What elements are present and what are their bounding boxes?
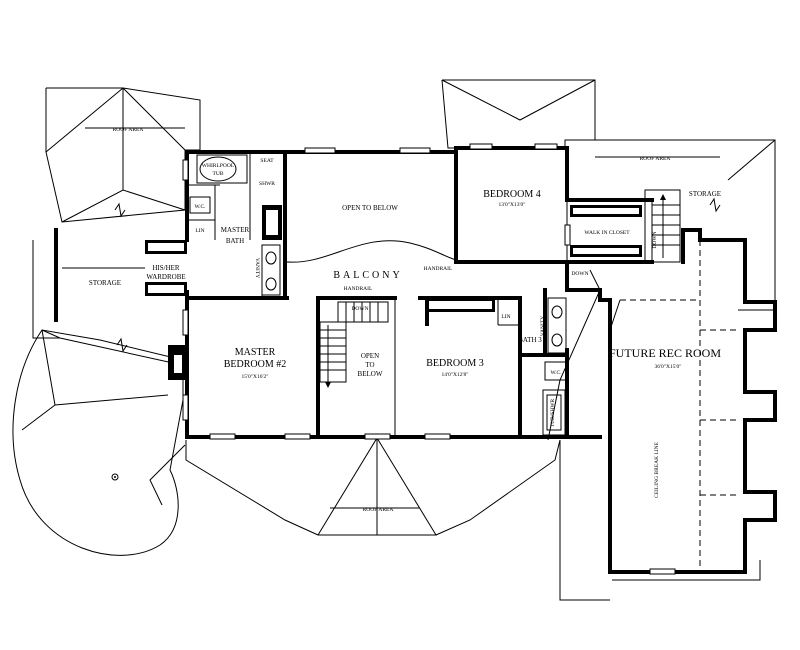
turret <box>12 329 184 556</box>
master-bedroom2-size: 15'0"X16'2" <box>242 374 269 380</box>
wc-bath3-label: W.C. <box>550 370 562 376</box>
master-vanity <box>261 244 281 296</box>
future-rec-room <box>598 228 777 574</box>
roof-area-bottom-label: ROOF AREA <box>363 507 394 513</box>
storage-left-label: STORAGE <box>89 279 121 287</box>
roof-outline-lines <box>32 240 761 601</box>
bedroom3-size: 14'0"X12'8" <box>442 372 469 378</box>
wc-bath3 <box>544 361 568 381</box>
future-rec-room-size: 36'0"X15'0" <box>655 364 682 370</box>
future-rec-room-name: FUTURE REC ROOM <box>609 346 721 360</box>
open-below-label-1: OPEN <box>361 352 379 360</box>
roof-area-right-label: ROOF AREA <box>640 156 671 162</box>
vanity-bath3-label: VANITY <box>540 316 546 336</box>
master-bedroom2-name-1: MASTER <box>235 347 276 358</box>
bath3-label: BATH 3 <box>518 336 542 344</box>
shower-label: SHWR <box>259 181 275 187</box>
handrail-label-2: HANDRAIL <box>344 286 373 292</box>
vanity-master-label: VANITY <box>254 258 260 278</box>
down-right-label-2: DOWN <box>571 271 588 277</box>
roof-area-bottom <box>317 437 437 536</box>
dimension-lines <box>62 127 721 509</box>
tub-label: TUB <box>213 171 224 177</box>
open-to-below-label: OPEN TO BELOW <box>342 204 398 212</box>
wardrobe-label-2: WARDROBE <box>146 273 185 281</box>
right-stairs <box>589 194 680 291</box>
storage-right-label: STORAGE <box>689 190 721 198</box>
interior-walls <box>185 146 681 439</box>
walk-in-closet-label: WALK IN CLOSET <box>584 230 630 236</box>
roof-area-left-label: ROOF AREA <box>113 127 144 133</box>
wardrobe-label-1: HIS/HER <box>152 264 180 272</box>
chimney <box>168 345 186 380</box>
wardrobe-shelves <box>145 205 642 326</box>
bedroom3-name: BEDROOM 3 <box>426 358 484 369</box>
open-below-label-3: BELOW <box>358 370 383 378</box>
windows <box>182 143 676 575</box>
roof-area-top-right <box>441 79 776 311</box>
roof-area-left <box>45 87 201 223</box>
bedroom4-size: 13'0"X13'0" <box>499 202 526 208</box>
lin-master-label: LIN <box>195 228 204 234</box>
lin-bath3-label: LIN <box>501 314 510 320</box>
seat-label: SEAT <box>260 158 274 164</box>
whirlpool-label: WHIRLPOOL <box>202 163 235 169</box>
tub-shower-label: TUB/SHWR <box>550 398 556 427</box>
main-stairs <box>319 301 389 388</box>
bedroom4-name: BEDROOM 4 <box>483 189 541 200</box>
open-below-label-2: TO <box>365 361 374 369</box>
down-right-label-1: DOWN <box>652 231 658 248</box>
master-bath-label-1: MASTER <box>221 226 250 234</box>
balcony-label: BALCONY <box>333 270 402 281</box>
master-bath-label-2: BATH <box>226 237 244 245</box>
down-stairs-label: DOWN <box>351 306 368 312</box>
handrail-label-1: HANDRAIL <box>424 266 453 272</box>
ceiling-break-line-label: CEILING BREAK LINE <box>654 441 660 498</box>
wc-master <box>189 196 211 214</box>
master-bedroom2-name-2: BEDROOM #2 <box>224 359 287 370</box>
whirlpool-tub <box>196 154 248 184</box>
wc-master-label: W.C. <box>194 204 206 210</box>
